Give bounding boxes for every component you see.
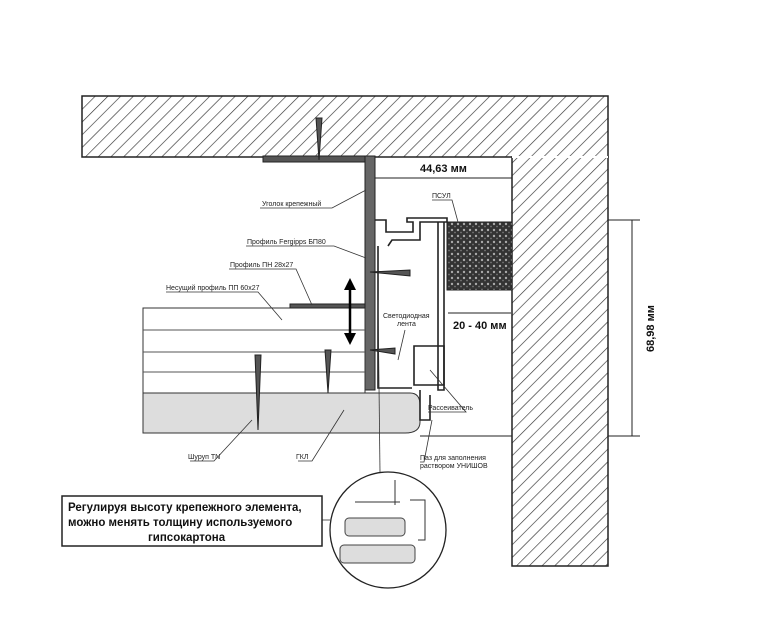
adjust-arrow-icon [344, 278, 356, 345]
label-led-1: Светодиодная [383, 313, 430, 320]
label-gkl: ГКЛ [296, 454, 309, 461]
dimension-top [374, 172, 513, 184]
note-line-3: гипсокартона [148, 532, 226, 544]
label-corner: Уголок крепежный [262, 200, 321, 208]
label-groove-1: Паз для заполнения [420, 455, 486, 462]
dimension-height-label: 68,98 мм [645, 305, 657, 352]
label-psul: ПСУЛ [432, 193, 451, 200]
dimension-height [608, 219, 640, 437]
dimension-top-label: 44,63 мм [420, 163, 467, 175]
note-line-2: можно менять толщину используемого [68, 517, 292, 529]
label-screw: Шуруп TN [188, 454, 220, 461]
screw-2 [324, 349, 332, 394]
label-profile-bp80: Профиль Fergipps БП80 [247, 239, 326, 246]
screw-4 [369, 347, 396, 355]
label-led-2: лента [397, 321, 416, 328]
ceiling-slab [81, 95, 609, 158]
carrier-profile-pp [142, 303, 366, 395]
screw-3 [369, 269, 411, 277]
screw-1 [254, 354, 262, 431]
label-groove-2: раствором УНИШОВ [420, 463, 488, 470]
detail-magnifier [329, 471, 447, 589]
label-profile-pp: Несущий профиль ПП 60х27 [166, 284, 260, 292]
leader-lines [166, 189, 467, 521]
gkl-board [142, 392, 421, 434]
profile-bp80 [375, 217, 448, 421]
note-line-1: Регулируя высоту крепежного элемента, [68, 502, 302, 514]
label-diffuser: Рассеиватель [428, 405, 473, 412]
note-box: Регулируя высоту крепежного элемента, мо… [61, 495, 323, 547]
dimension-gap-label: 20 - 40 мм [453, 320, 507, 332]
label-profile-pn: Профиль ПН 28х27 [230, 262, 293, 269]
mounting-corner [262, 117, 376, 391]
psul-foam [446, 221, 513, 291]
wall [511, 156, 609, 567]
